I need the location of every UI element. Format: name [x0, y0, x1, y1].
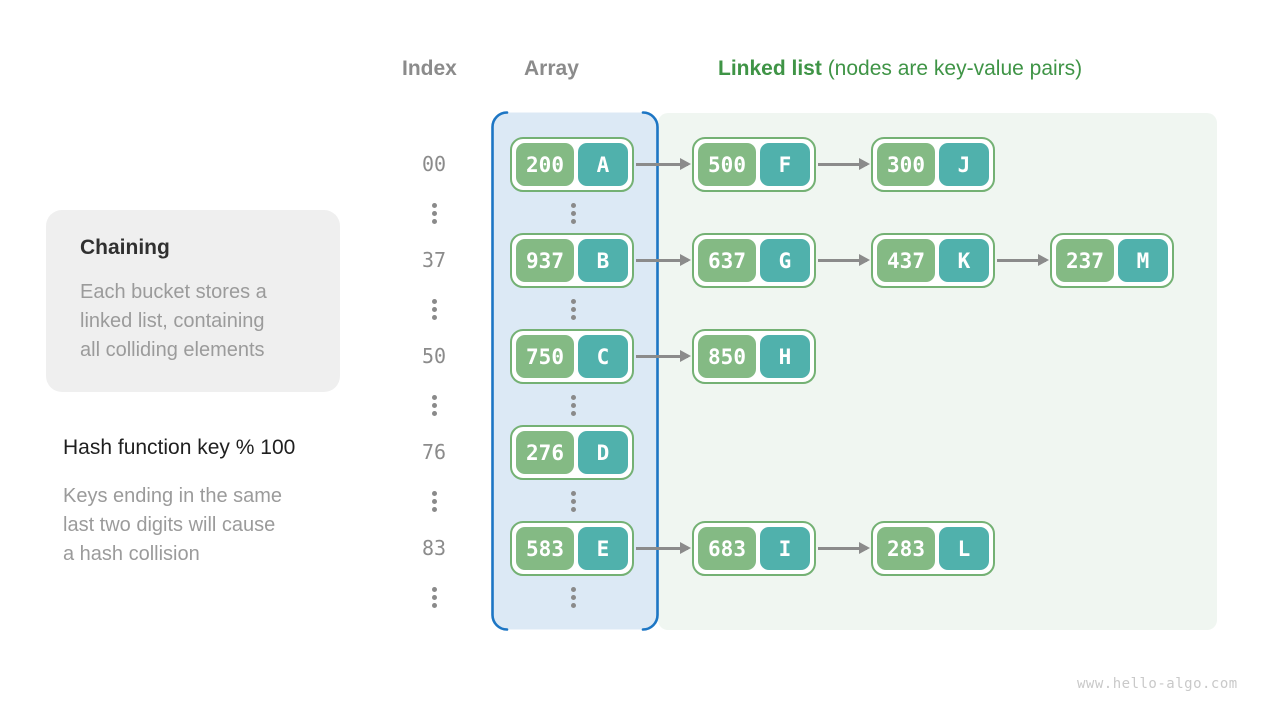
ellipsis-icon	[571, 491, 576, 512]
kv-node: 283 L	[871, 521, 995, 576]
arrow-icon	[818, 158, 870, 170]
node-value-pill: A	[578, 143, 628, 186]
node-value-pill: I	[760, 527, 810, 570]
node-key-pill: 276	[516, 431, 574, 474]
node-value-pill: G	[760, 239, 810, 282]
node-value-pill: K	[939, 239, 989, 282]
chaining-body-line: Each bucket stores a	[80, 281, 267, 303]
kv-node: 637 G	[692, 233, 816, 288]
node-value-pill: H	[760, 335, 810, 378]
arrow-icon	[997, 254, 1049, 266]
node-key-pill: 937	[516, 239, 574, 282]
kv-node: 300 J	[871, 137, 995, 192]
node-key-pill: 750	[516, 335, 574, 378]
arrow-icon	[818, 254, 870, 266]
hash-function-title: Hash function key % 100	[63, 436, 296, 459]
kv-node: 237 M	[1050, 233, 1174, 288]
hash-note-line: last two digits will cause	[63, 514, 276, 536]
linked-list-header-bold: Linked list	[718, 57, 822, 80]
node-key-pill: 500	[698, 143, 756, 186]
kv-node: 850 H	[692, 329, 816, 384]
index-label: 76	[421, 440, 447, 464]
array-column-header: Array	[524, 57, 579, 80]
arrow-icon	[636, 254, 691, 266]
watermark: www.hello-algo.com	[1077, 676, 1238, 692]
ellipsis-icon	[432, 299, 437, 320]
node-key-pill: 637	[698, 239, 756, 282]
node-value-pill: C	[578, 335, 628, 378]
arrow-icon	[636, 158, 691, 170]
ellipsis-icon	[571, 587, 576, 608]
chaining-title: Chaining	[80, 236, 170, 259]
kv-node: 583 E	[510, 521, 634, 576]
index-column-header: Index	[402, 57, 457, 80]
ellipsis-icon	[432, 395, 437, 416]
node-key-pill: 300	[877, 143, 935, 186]
linked-list-column-header: Linked list (nodes are key-value pairs)	[718, 57, 1082, 81]
node-key-pill: 200	[516, 143, 574, 186]
index-label: 37	[421, 248, 447, 272]
hash-note-line: Keys ending in the same	[63, 485, 283, 507]
node-value-pill: M	[1118, 239, 1168, 282]
ellipsis-icon	[432, 491, 437, 512]
ellipsis-icon	[571, 203, 576, 224]
array-left-bracket	[491, 111, 509, 631]
node-value-pill: J	[939, 143, 989, 186]
node-value-pill: B	[578, 239, 628, 282]
node-key-pill: 850	[698, 335, 756, 378]
node-key-pill: 283	[877, 527, 935, 570]
ellipsis-icon	[432, 203, 437, 224]
ellipsis-icon	[571, 395, 576, 416]
ellipsis-icon	[432, 587, 437, 608]
kv-node: 200 A	[510, 137, 634, 192]
kv-node: 276 D	[510, 425, 634, 480]
linked-list-header-note: (nodes are key-value pairs)	[821, 57, 1083, 80]
arrow-icon	[818, 542, 870, 554]
chaining-callout: Chaining Each bucket stores a linked lis…	[46, 210, 340, 392]
chaining-body-line: linked list, containing	[80, 310, 265, 332]
node-value-pill: D	[578, 431, 628, 474]
array-right-bracket	[641, 111, 659, 631]
kv-node: 683 I	[692, 521, 816, 576]
ellipsis-icon	[571, 299, 576, 320]
arrow-icon	[636, 542, 691, 554]
node-value-pill: L	[939, 527, 989, 570]
index-label: 83	[421, 536, 447, 560]
kv-node: 750 C	[510, 329, 634, 384]
node-key-pill: 683	[698, 527, 756, 570]
node-key-pill: 437	[877, 239, 935, 282]
hash-note-line: a hash collision	[63, 543, 200, 565]
kv-node: 437 K	[871, 233, 995, 288]
index-label: 00	[421, 152, 447, 176]
index-label: 50	[421, 344, 447, 368]
arrow-icon	[636, 350, 691, 362]
hash-function-note: Keys ending in the same last two digits …	[63, 482, 282, 569]
node-value-pill: F	[760, 143, 810, 186]
node-key-pill: 583	[516, 527, 574, 570]
kv-node: 500 F	[692, 137, 816, 192]
node-key-pill: 237	[1056, 239, 1114, 282]
chaining-body-line: all colliding elements	[80, 339, 265, 361]
kv-node: 937 B	[510, 233, 634, 288]
node-value-pill: E	[578, 527, 628, 570]
